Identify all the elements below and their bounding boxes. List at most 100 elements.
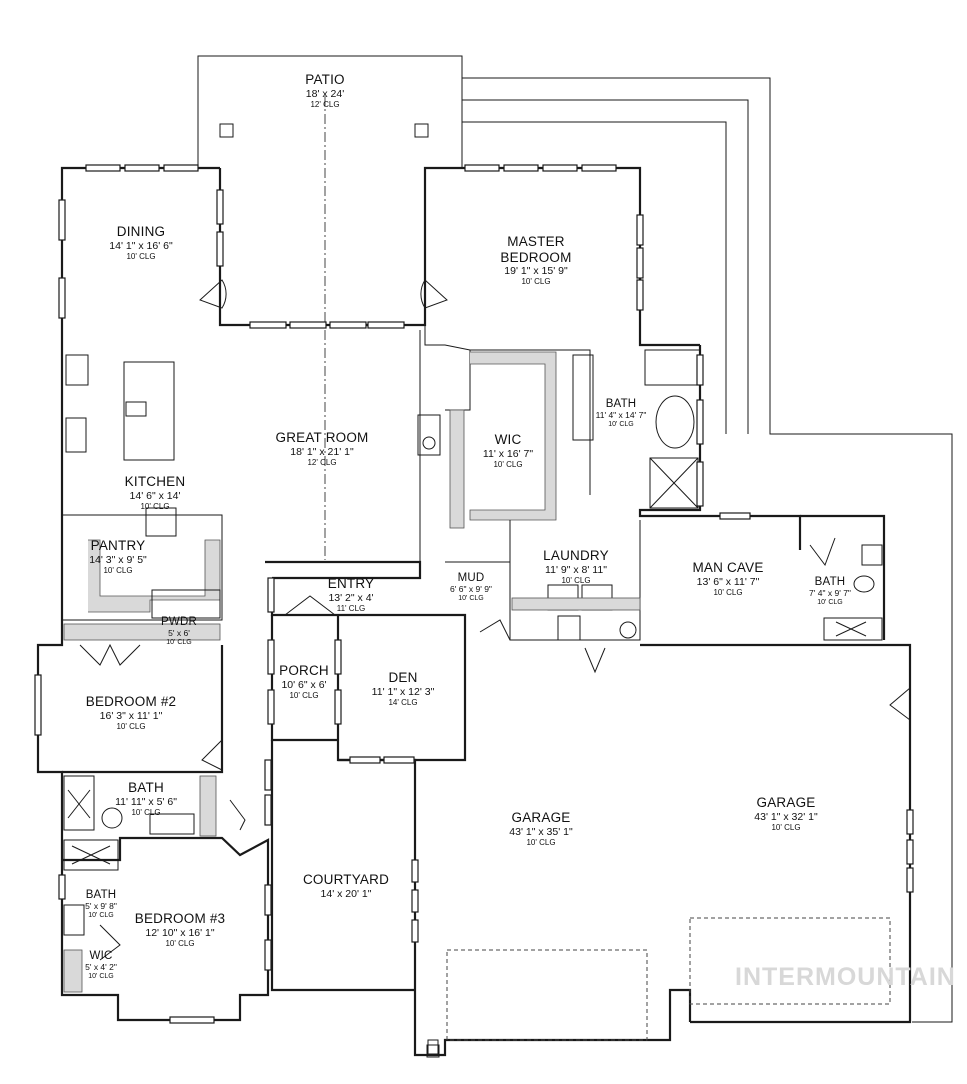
room-name: COURTYARD	[302, 872, 390, 887]
label-pantry: PANTRY 14' 3" x 9' 5" 10' CLG	[89, 538, 147, 575]
room-name: GARAGE	[756, 795, 816, 810]
room-dims: 11' 4" x 14' 7"	[595, 410, 647, 421]
room-dims: 7' 4" x 9' 7"	[809, 588, 851, 599]
room-dims: 16' 3" x 11' 1"	[99, 709, 163, 722]
room-dims: 18' x 24'	[305, 87, 345, 100]
toilet-icon	[853, 575, 875, 593]
window	[367, 321, 405, 329]
room-ceiling: 10' CLG	[608, 420, 634, 428]
room-dims: 10' 6" x 6'	[281, 678, 327, 691]
column	[426, 1044, 440, 1058]
room-name: PATIO	[305, 72, 345, 87]
label-bath-bedroom3: BATH 5' x 9' 8" 10' CLG	[85, 889, 117, 920]
label-porch: PORCH 10' 6" x 6' 10' CLG	[279, 663, 329, 700]
room-ceiling: 12' CLG	[310, 99, 340, 109]
window	[267, 577, 275, 613]
label-powder: PWDR 5' x 6' 10' CLG	[161, 616, 197, 647]
room-ceiling: 10' CLG	[561, 575, 591, 585]
room-ceiling: 10' CLG	[493, 459, 523, 469]
window	[906, 839, 914, 865]
window	[267, 689, 275, 725]
room-name: DEN	[388, 670, 418, 685]
label-den: DEN 11' 1" x 12' 3" 14' CLG	[372, 670, 435, 707]
window	[216, 189, 224, 225]
room-name: MUD	[457, 572, 485, 584]
room-dims: 5' x 6'	[168, 628, 190, 639]
room-ceiling: 10' CLG	[771, 822, 801, 832]
room-ceiling: 10' CLG	[116, 721, 146, 731]
room-name: BATH	[605, 398, 637, 410]
room-ceiling: 10' CLG	[88, 911, 114, 919]
door	[99, 924, 121, 961]
oven-icon	[145, 507, 177, 537]
vanity	[572, 354, 594, 441]
master-roof-line	[462, 77, 953, 1023]
window	[906, 867, 914, 893]
garage-south-wall	[338, 758, 692, 1057]
master-west	[424, 325, 591, 495]
room-ceiling: 10' CLG	[88, 972, 114, 980]
window	[216, 231, 224, 267]
room-name: WIC	[494, 432, 522, 447]
room-ceiling: 10' CLG	[166, 638, 192, 646]
label-great-room: GREAT ROOM 18' 1" x 21' 1" 12' CLG	[275, 430, 368, 467]
window	[383, 756, 415, 764]
water-heater-icon	[619, 621, 637, 639]
label-patio: PATIO 18' x 24' 12' CLG	[305, 72, 345, 109]
room-name: PORCH	[279, 663, 329, 678]
garage-door-left	[446, 949, 648, 1041]
label-man-cave: MAN CAVE 13' 6" x 11' 7" 10' CLG	[692, 560, 763, 597]
room-ceiling: 10' CLG	[289, 690, 319, 700]
room-ceiling: 10' CLG	[103, 565, 133, 575]
wic-shelf-2	[469, 351, 557, 521]
room-dims: 14' 1" x 16' 6"	[109, 239, 173, 252]
room-name: BEDROOM #2	[85, 694, 177, 709]
window	[464, 164, 500, 172]
room-name: GARAGE	[511, 810, 571, 825]
room-dims: 14' 3" x 9' 5"	[89, 553, 147, 566]
label-dining: DINING 14' 1" x 16' 6" 10' CLG	[109, 224, 172, 261]
window	[696, 354, 704, 386]
door	[420, 279, 448, 309]
window	[334, 689, 342, 725]
wic-outline	[445, 350, 471, 411]
door	[809, 537, 836, 567]
door	[229, 799, 246, 831]
window	[411, 859, 419, 883]
room-dims: 19' 1" x 15' 9"	[504, 265, 568, 278]
room-name: GREAT ROOM	[275, 430, 369, 445]
label-courtyard: COURTYARD 14' x 20' 1"	[303, 872, 389, 900]
door	[199, 279, 227, 309]
window	[334, 639, 342, 675]
window	[906, 809, 914, 835]
label-wic-master: WIC 11' x 16' 7" 10' CLG	[483, 432, 533, 469]
watermark: INTERMOUNTAIN	[735, 963, 956, 991]
window	[264, 884, 272, 916]
window	[636, 279, 644, 311]
label-master-bedroom: MASTER BEDROOM 19' 1" x 15' 9" 10' CLG	[500, 234, 571, 286]
window	[636, 214, 644, 246]
mud-wall	[445, 561, 511, 640]
laundry-counter	[511, 597, 641, 611]
label-bedroom-2: BEDROOM #2 16' 3" x 11' 1" 10' CLG	[86, 694, 177, 731]
label-laundry: LAUNDRY 11' 9" x 8' 11" 10' CLG	[543, 548, 609, 585]
double-door	[584, 647, 606, 674]
room-dims: 14' 6" x 14'	[129, 489, 181, 502]
pantry-shelves	[88, 539, 221, 613]
room-name: BEDROOM #3	[134, 911, 226, 926]
room-ceiling: 10' CLG	[140, 501, 170, 511]
patio-outline	[197, 55, 463, 168]
room-name: BATH	[128, 780, 164, 795]
window	[264, 939, 272, 971]
window	[636, 247, 644, 279]
window	[289, 321, 327, 329]
room-dims: 11' 11" x 5' 6"	[115, 795, 177, 808]
label-bath-mancave: BATH 7' 4" x 9' 7" 10' CLG	[809, 576, 851, 607]
label-bath-master: BATH 11' 4" x 14' 7" 10' CLG	[596, 398, 647, 429]
patio-post	[219, 123, 234, 138]
label-bedroom-3: BEDROOM #3 12' 10" x 16' 1" 10' CLG	[135, 911, 226, 948]
room-dims: 5' x 9' 8"	[85, 901, 117, 912]
door	[284, 595, 336, 616]
room-name: MASTER	[507, 234, 565, 249]
bedroom2-east-wall	[62, 645, 224, 774]
